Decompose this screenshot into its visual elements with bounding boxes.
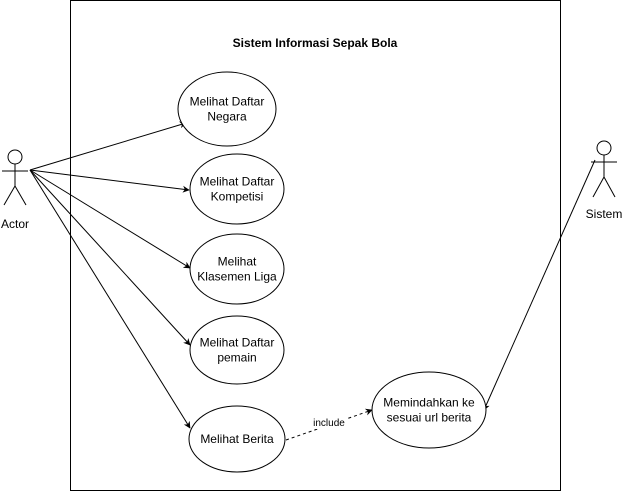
association-arrow[interactable]: [29, 169, 191, 346]
use-case-ellipse: [189, 233, 285, 305]
use-case-label: sesuai url berita: [387, 411, 472, 425]
use-case-label: Melihat Daftar: [200, 175, 275, 189]
association-arrow[interactable]: [29, 169, 190, 193]
use-case-ellipse: [189, 153, 285, 225]
use-case-ellipse: [177, 71, 277, 147]
use-case-label: Klasemen Liga: [197, 270, 277, 284]
system-title: Sistem Informasi Sepak Bola: [233, 36, 398, 50]
use-case-label: pemain: [217, 351, 256, 365]
use-case-label: Melihat Daftar: [190, 95, 265, 109]
use-case-label: Memindahkan ke: [383, 396, 475, 410]
actor-left-label: Actor: [1, 217, 29, 231]
use-case-label: Negara: [207, 110, 247, 124]
use-case-label: Kompetisi: [211, 190, 264, 204]
include-label-background: [310, 415, 348, 429]
include-label: include: [313, 418, 345, 429]
connectors: include: [29, 121, 596, 441]
association-arrow[interactable]: [29, 169, 191, 429]
actor-stick-figure-icon: [2, 149, 28, 206]
actor-right-label: Sistem: [586, 207, 623, 221]
use-case-ellipse: [189, 315, 285, 385]
use-case-5[interactable]: Melihat Berita: [188, 405, 286, 473]
actor-right[interactable]: Sistem: [586, 140, 623, 221]
use-case-label: Melihat Berita: [200, 432, 274, 446]
use-case-label: Melihat: [218, 255, 257, 269]
association-arrow[interactable]: [483, 159, 596, 411]
actor-left[interactable]: Actor: [1, 149, 29, 231]
actor-stick-figure-icon: [591, 140, 617, 198]
use-case-ellipse: [371, 371, 487, 449]
use-case-ellipse: [188, 405, 286, 473]
use-case-label: Melihat Daftar: [200, 336, 275, 350]
association-arrow[interactable]: [29, 121, 187, 171]
association-arrow[interactable]: [29, 169, 191, 269]
